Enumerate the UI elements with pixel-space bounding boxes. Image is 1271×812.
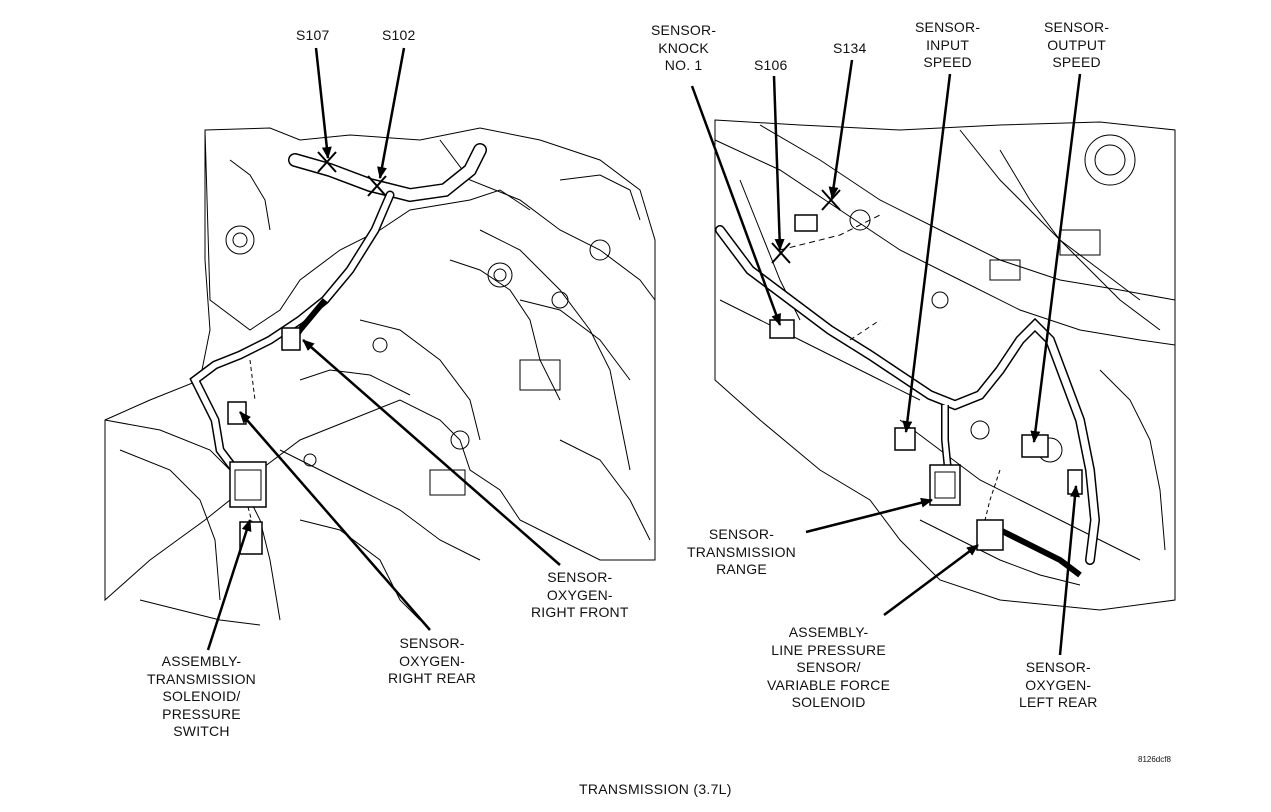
label-sensor-oxygen-left-rear: SENSOR- OXYGEN- LEFT REAR — [1019, 659, 1098, 710]
splice-marks — [317, 151, 841, 264]
leader-output-speed — [1030, 73, 1082, 443]
label-assembly-line-pressure: ASSEMBLY- LINE PRESSURE SENSOR/ VARIABLE… — [767, 624, 891, 710]
label-sensor-input-speed: SENSOR- INPUT SPEED — [915, 19, 981, 70]
label-assembly-transmission-solenoid: ASSEMBLY- TRANSMISSION SOLENOID/ PRESSUR… — [147, 653, 256, 739]
label-s106: S106 — [754, 57, 788, 73]
label-sensor-output-speed: SENSOR- OUTPUT SPEED — [1044, 19, 1110, 70]
left-engine-illustration — [104, 127, 656, 626]
leader-input-speed — [902, 73, 952, 433]
left-wiring-harness — [189, 143, 487, 555]
right-wiring-harness — [715, 214, 1101, 578]
label-s107: S107 — [296, 27, 330, 43]
leader-lines — [206, 47, 1082, 656]
figure-caption: TRANSMISSION (3.7L) — [579, 781, 732, 797]
leader-s107 — [314, 47, 332, 159]
leader-o2-right-rear — [239, 411, 431, 631]
label-sensor-oxygen-right-front: SENSOR- OXYGEN- RIGHT FRONT — [531, 569, 629, 620]
leader-s134 — [828, 59, 854, 199]
label-sensor-knock: SENSOR- KNOCK NO. 1 — [651, 22, 717, 73]
figure-id: 8126dcf8 — [1138, 755, 1171, 764]
label-s134: S134 — [833, 40, 867, 56]
leader-o2-left-rear — [1058, 485, 1080, 656]
label-sensor-oxygen-right-rear: SENSOR- OXYGEN- RIGHT REAR — [388, 635, 477, 686]
leader-trans-solenoid — [206, 519, 252, 651]
leader-knock — [690, 85, 782, 326]
leader-s106 — [772, 75, 785, 251]
leader-line-pressure — [883, 543, 979, 617]
label-sensor-transmission-range: SENSOR- TRANSMISSION RANGE — [687, 526, 796, 577]
label-s102: S102 — [382, 27, 416, 43]
leader-s102 — [377, 47, 406, 179]
leader-o2-right-front — [302, 339, 561, 566]
leader-trans-range — [805, 497, 933, 534]
